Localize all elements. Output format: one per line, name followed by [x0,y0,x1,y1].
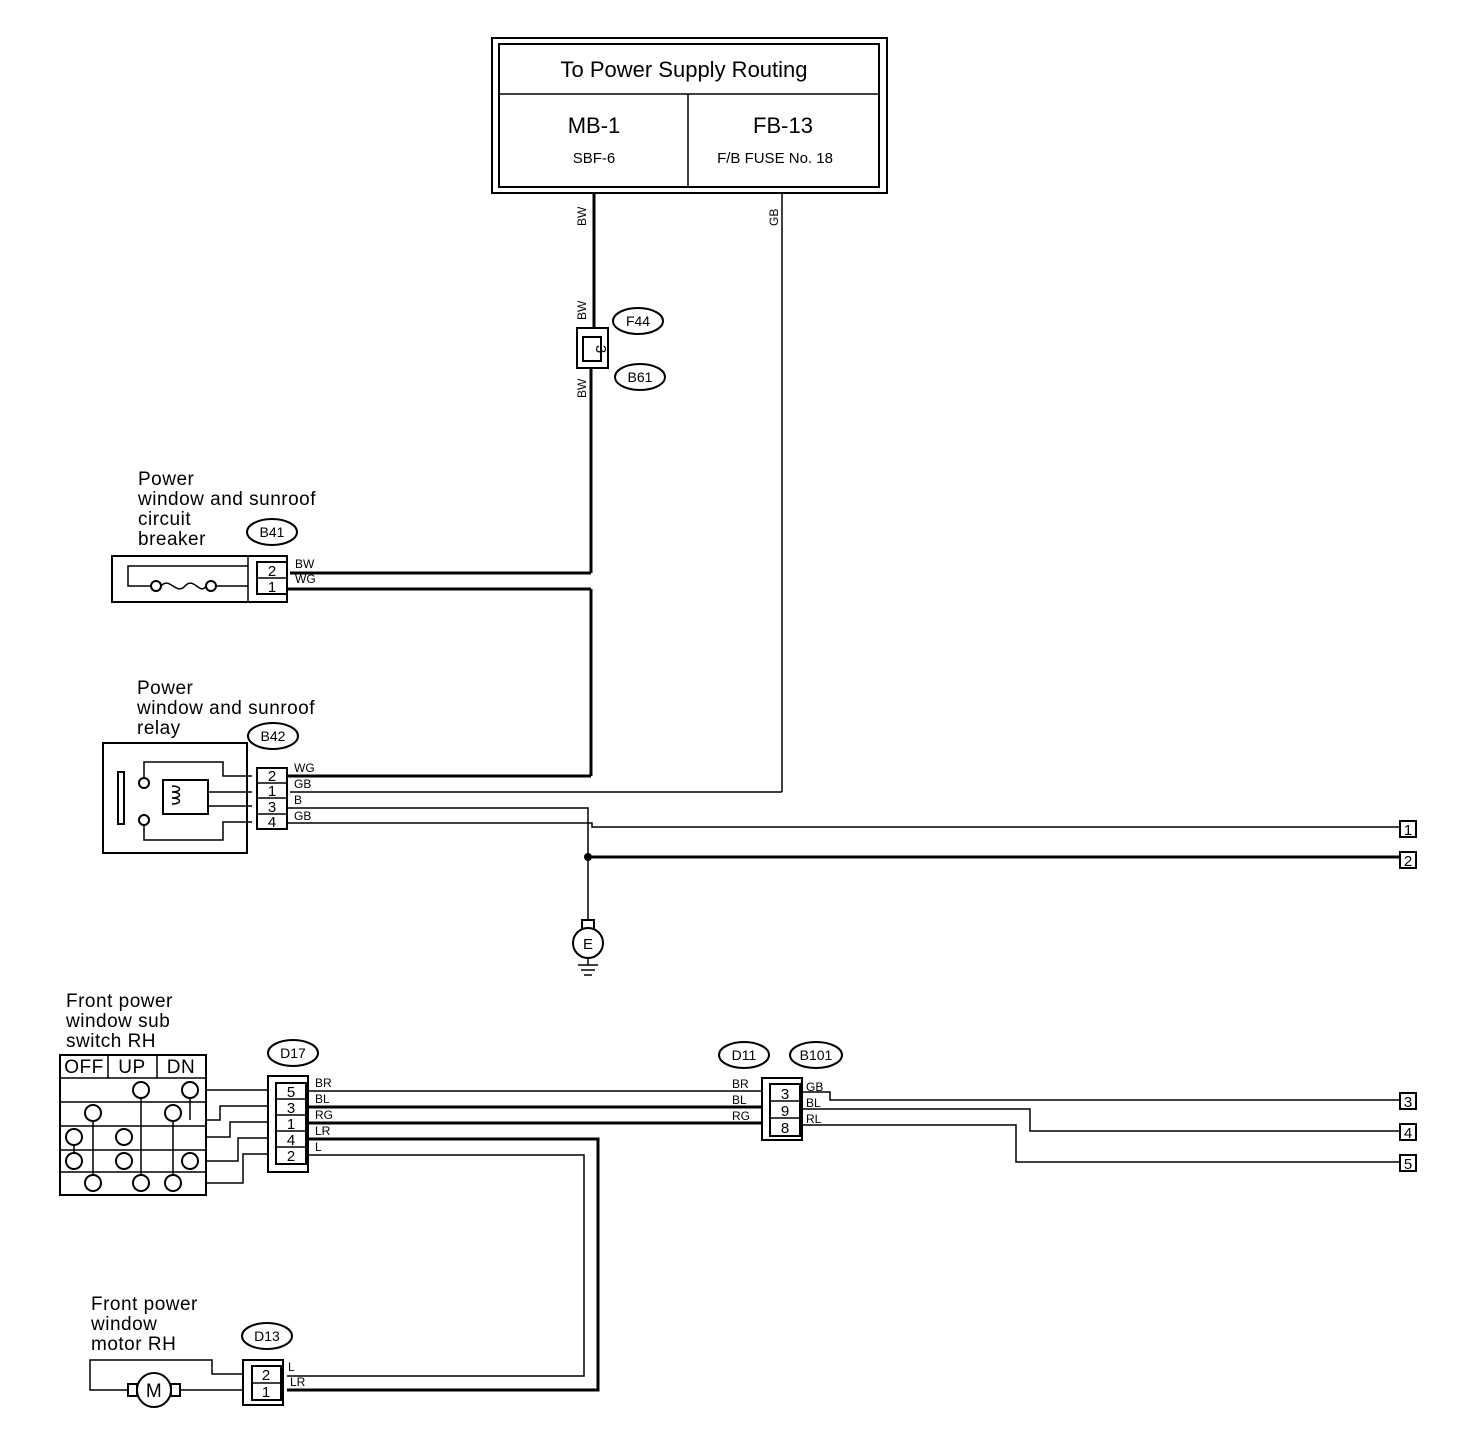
wire-code-rl-b101: RL [806,1112,822,1126]
wire-code-br-d11: BR [732,1077,749,1091]
motor-label-line2: window [90,1314,157,1335]
pin-f44-3: 3 [592,345,609,353]
wg-wire [287,587,593,778]
pin-d17-4: 4 [287,1132,295,1149]
pin-d13-2: 2 [262,1367,270,1384]
relay-label-line1: Power [137,678,194,699]
gb-wire [290,193,783,793]
connector-label-b42: B42 [261,728,286,744]
connector-d17: 5 3 1 4 2 D17 [267,1039,319,1173]
circuit-breaker: Power window and sunroof circuit breaker… [111,469,316,603]
pin-b42-1: 1 [268,783,276,800]
pin-b41-2: 2 [268,563,276,580]
power-supply-title: To Power Supply Routing [560,57,807,82]
wire-code-bl-b101: BL [806,1096,821,1110]
fuse18-label: F/B FUSE No. 18 [717,150,833,167]
sbf6-label: SBF-6 [573,150,616,167]
pin-d17-1: 1 [287,1116,295,1133]
fb13-label: FB-13 [753,113,813,138]
pin-b41-1: 1 [268,579,276,596]
connector-label-d13: D13 [254,1328,280,1344]
connector-label-b61: B61 [628,369,653,385]
terminal-4: 4 [1399,1123,1417,1142]
pin-b42-4: 4 [268,814,276,831]
terminal-1: 1 [1399,820,1417,839]
pin-d17-5: 5 [287,1084,295,1101]
wire-code-l-d13: L [288,1360,295,1374]
relay-label-line2: window and sunroof [136,698,315,719]
pin-d11-3: 3 [781,1086,789,1103]
wire-code-bl-d17: BL [315,1092,330,1106]
connector-label-f44: F44 [626,313,650,329]
sub-switch-leads [206,1089,268,1184]
connector-label-b101: B101 [800,1047,833,1063]
sub-switch-label-line3: switch RH [66,1031,156,1052]
connector-label-d11: D11 [732,1047,757,1063]
sub-switch-label-line2: window sub [65,1011,170,1032]
svg-text:4: 4 [1404,1125,1412,1142]
bw-wire [290,193,596,575]
svg-text:3: 3 [1404,1094,1412,1111]
sub-switch-label-line1: Front power [66,991,173,1012]
wire-code-bw: BW [575,300,589,320]
sub-switch: Front power window sub switch RH OFF UP … [59,991,207,1196]
b101-output-wires [802,1091,1400,1163]
wire-code-gb-b101: GB [806,1080,823,1094]
wire-code-lr-d13: LR [290,1375,306,1389]
switch-position-dn: DN [167,1057,195,1078]
svg-text:1: 1 [1404,822,1412,839]
connector-label-d17: D17 [280,1045,306,1061]
pin-d17-2: 2 [287,1148,295,1165]
wire-code-gb: GB [767,209,781,226]
pin-d11-9: 9 [781,1103,789,1120]
motor-label-line3: motor RH [91,1334,176,1355]
pin-d13-1: 1 [262,1384,270,1401]
wire-code-wg-b41: WG [295,572,316,586]
wire-code-bw: BW [575,378,589,398]
wire-code-l-d17: L [315,1140,322,1154]
svg-text:5: 5 [1404,1156,1412,1173]
pin-b42-3: 3 [268,799,276,816]
wire-code-gb2-b42: GB [294,809,311,823]
wire-code-bw: BW [575,206,589,226]
switch-position-up: UP [118,1057,145,1078]
connector-f44-b61: 3 F44 B61 [576,307,666,391]
pin-d17-3: 3 [287,1100,295,1117]
wire-code-br-d17: BR [315,1076,332,1090]
power-supply-box: To Power Supply Routing MB-1 SBF-6 FB-13… [491,37,888,194]
d17-d11-wires [287,1090,770,1392]
svg-text:2: 2 [1404,853,1412,870]
circuit-breaker-label-line1: Power [138,469,195,490]
circuit-breaker-label-line2: window and sunroof [137,489,316,510]
relay-label-line3: relay [137,718,181,739]
terminal-2: 2 [1399,851,1417,870]
relay-output-wires: E [287,807,1400,976]
pin-d11-8: 8 [781,1120,789,1137]
wire-code-wg-b42: WG [294,761,315,775]
connector-d11-b101: 3 9 8 D11 B101 [718,1041,843,1141]
terminal-5: 5 [1399,1154,1417,1173]
relay: Power window and sunroof relay 2 1 3 4 B… [102,678,315,854]
window-motor: Front power window motor RH M 2 1 D13 [89,1294,293,1408]
wire-code-rg-d17: RG [315,1108,333,1122]
motor-label-line1: Front power [91,1294,198,1315]
wire-code-bl-d11: BL [732,1093,747,1107]
mb1-label: MB-1 [568,113,621,138]
wire-code-rg-d11: RG [732,1109,750,1123]
connector-label-b41: B41 [260,524,285,540]
wire-code-bw-b41: BW [295,557,315,571]
circuit-breaker-label-line4: breaker [138,529,206,550]
wire-code-b-b42: B [294,793,302,807]
terminal-3: 3 [1399,1092,1417,1111]
circuit-breaker-label-line3: circuit [138,509,191,530]
wire-code-gb-b42: GB [294,777,311,791]
ground-label: E [583,936,593,953]
wire-code-lr-d17: LR [315,1124,331,1138]
switch-position-off: OFF [64,1057,104,1078]
pin-b42-2: 2 [268,768,276,785]
motor-symbol: M [146,1381,162,1402]
